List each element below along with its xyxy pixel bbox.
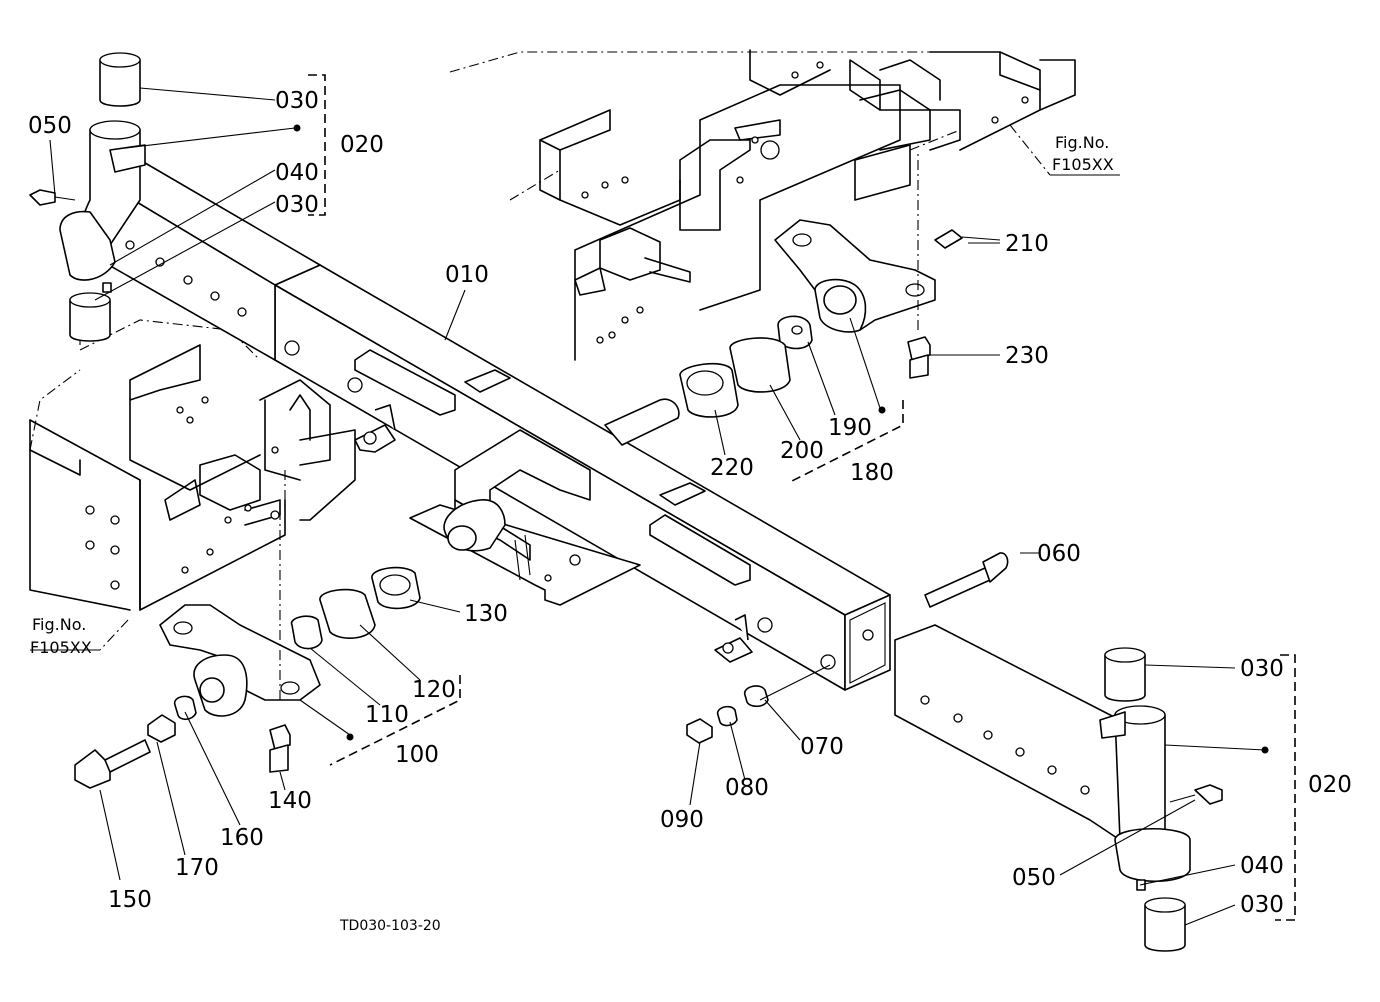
assembly-bracket-020-right xyxy=(1261,654,1296,921)
label-030-d: 030 xyxy=(1240,892,1284,918)
label-120: 120 xyxy=(412,677,456,703)
fig-ref-left-line2: F105XX xyxy=(30,638,92,657)
fig-ref-right: Fig.No. F105XX xyxy=(1052,133,1114,174)
label-030-b: 030 xyxy=(275,192,319,218)
label-160: 160 xyxy=(220,825,264,851)
label-020-top: 020 xyxy=(340,132,384,158)
label-070: 070 xyxy=(800,734,844,760)
label-060: 060 xyxy=(1037,541,1081,567)
frame-lower-left xyxy=(29,319,356,651)
label-140: 140 xyxy=(268,788,312,814)
assembly-bracket-180 xyxy=(789,400,904,483)
label-230: 230 xyxy=(1005,343,1049,369)
label-190: 190 xyxy=(828,415,872,441)
label-050-top: 050 xyxy=(28,113,72,139)
label-170: 170 xyxy=(175,855,219,881)
fig-ref-right-line1: Fig.No. xyxy=(1055,133,1109,152)
label-200: 200 xyxy=(780,438,824,464)
label-100: 100 xyxy=(395,742,439,768)
assembly-bracket-100 xyxy=(329,675,461,766)
center-pivot-bracket xyxy=(409,398,680,606)
fig-ref-left: Fig.No. F105XX xyxy=(30,615,92,657)
label-180: 180 xyxy=(850,460,894,486)
label-040-right: 040 xyxy=(1240,853,1284,879)
label-110: 110 xyxy=(365,702,409,728)
label-020-right: 020 xyxy=(1308,772,1352,798)
label-010: 010 xyxy=(445,262,489,288)
assembly-bracket-020-top xyxy=(293,74,326,216)
left-support-bracket xyxy=(74,500,421,789)
right-steering-knuckle xyxy=(894,624,1223,952)
label-090: 090 xyxy=(660,807,704,833)
drawing-code: TD030-103-20 xyxy=(339,918,441,934)
part-labels: 030 020 040 030 050 010 210 230 190 200 … xyxy=(28,88,1352,918)
left-steering-knuckle xyxy=(29,52,146,342)
fig-ref-left-line1: Fig.No. xyxy=(32,615,86,634)
label-080: 080 xyxy=(725,775,769,801)
label-040-top: 040 xyxy=(275,160,319,186)
label-130: 130 xyxy=(464,601,508,627)
fig-ref-right-line2: F105XX xyxy=(1052,155,1114,174)
label-220: 220 xyxy=(710,455,754,481)
label-030-c: 030 xyxy=(1240,656,1284,682)
label-210: 210 xyxy=(1005,231,1049,257)
king-bolt-assembly xyxy=(686,552,1009,744)
label-150: 150 xyxy=(108,887,152,913)
leader-lines xyxy=(49,87,1266,926)
label-030-a: 030 xyxy=(275,88,319,114)
label-050-right: 050 xyxy=(1012,865,1056,891)
frame-upper-right xyxy=(449,49,1120,361)
right-support-bracket xyxy=(679,150,1001,418)
